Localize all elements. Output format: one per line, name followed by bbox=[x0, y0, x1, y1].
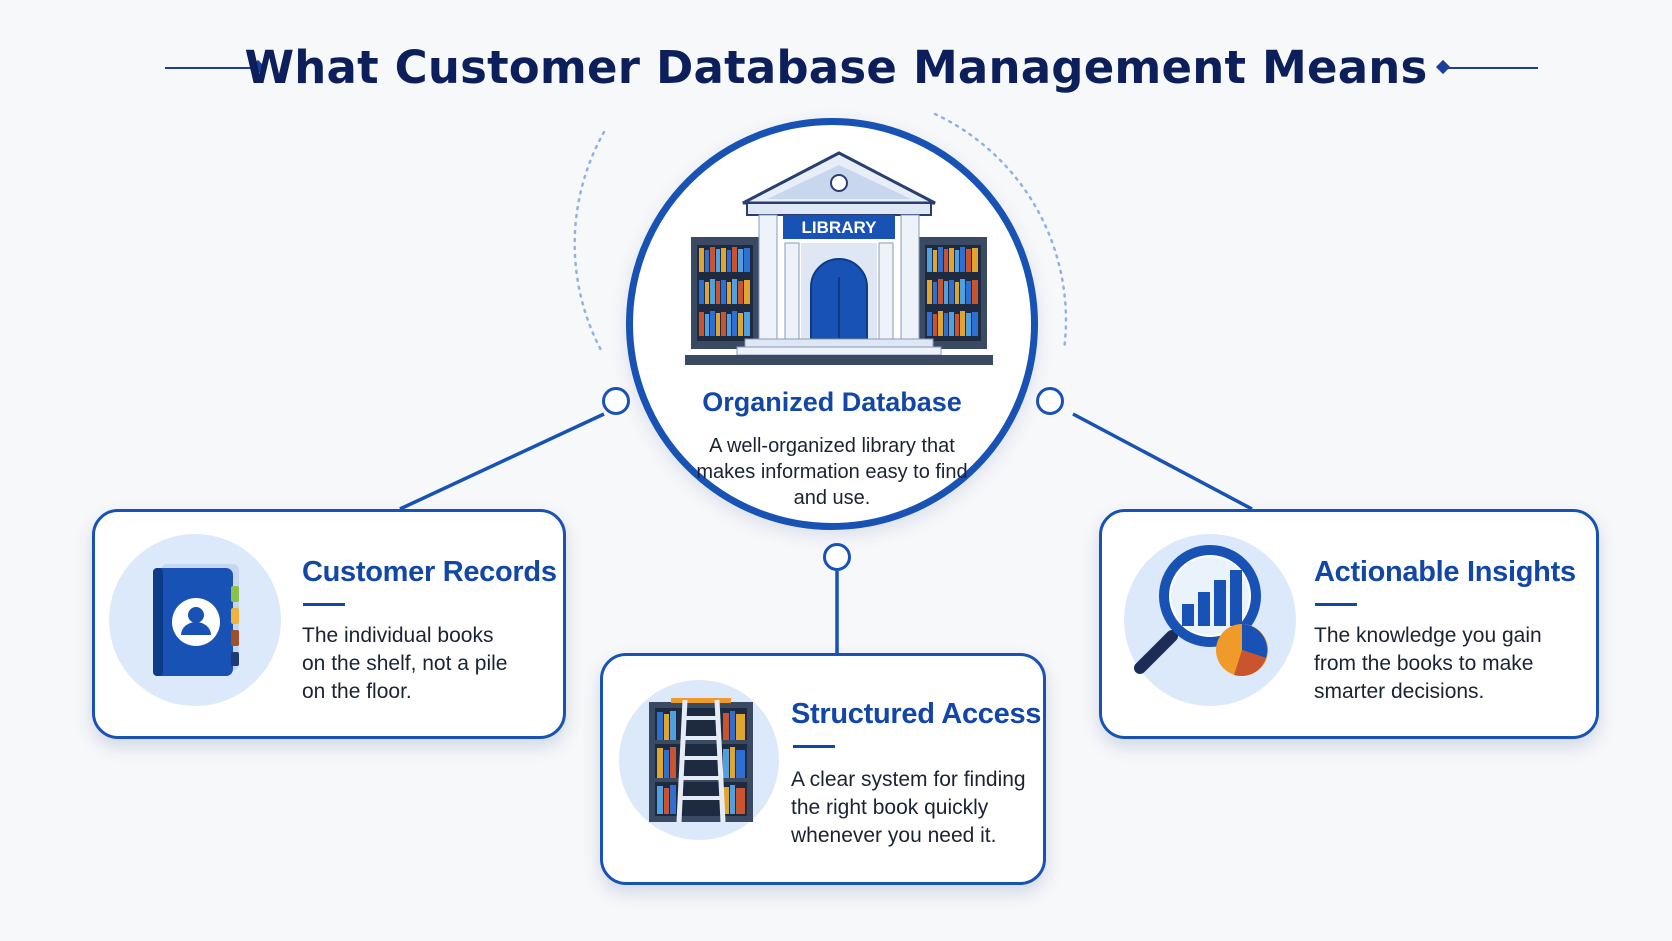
structured-access-rule bbox=[793, 745, 835, 748]
customer-records-icon-disc bbox=[109, 534, 281, 706]
magnifier-chart-icon bbox=[1134, 545, 1268, 677]
customer-records-rule bbox=[303, 603, 345, 606]
hub-description: A well-organized library that makes info… bbox=[696, 435, 968, 509]
actionable-insights-rule bbox=[1315, 603, 1357, 606]
structured-access-icon-disc bbox=[619, 680, 779, 840]
title-decoration-right bbox=[1435, 59, 1538, 75]
hub-title: Organized Database bbox=[702, 387, 962, 417]
structured-access-title: Structured Access bbox=[791, 698, 1042, 730]
actionable-insights-description: The knowledge you gain from the books to… bbox=[1314, 624, 1542, 703]
library-building-icon: LIBRARY bbox=[685, 151, 993, 365]
bookshelf-ladder-icon bbox=[649, 698, 753, 823]
actionable-insights-title: Actionable Insights bbox=[1314, 556, 1576, 588]
title-decoration-left bbox=[165, 59, 267, 75]
actionable-insights-icon-disc bbox=[1124, 534, 1296, 706]
library-sign: LIBRARY bbox=[802, 218, 878, 237]
address-book-icon bbox=[153, 564, 239, 676]
card-actionable-insights: Actionable Insights The knowledge you ga… bbox=[1099, 509, 1599, 739]
customer-records-description: The individual books on the shelf, not a… bbox=[302, 624, 508, 703]
connector-node-right bbox=[1036, 387, 1064, 415]
organized-database-hub: LIBRARY Organized Database A well-organi… bbox=[626, 118, 1038, 530]
connector-node-bottom bbox=[823, 543, 851, 571]
card-customer-records: Customer Records The individual books on… bbox=[92, 509, 566, 739]
title-row: What Customer Database Management Means bbox=[0, 36, 1672, 100]
connector-node-left bbox=[602, 387, 630, 415]
structured-access-description: A clear system for finding the right boo… bbox=[791, 768, 1026, 847]
customer-records-title: Customer Records bbox=[302, 556, 557, 588]
page-title: What Customer Database Management Means bbox=[244, 41, 1428, 94]
card-structured-access: Structured Access A clear system for fin… bbox=[600, 653, 1046, 885]
